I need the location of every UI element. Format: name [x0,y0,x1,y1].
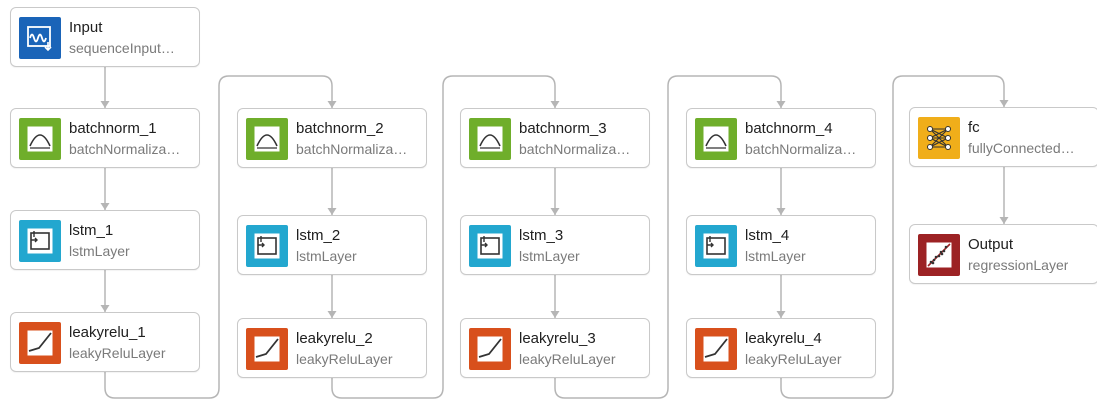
leaky-relu-icon [19,322,61,364]
node-type: lstmLayer [519,248,580,264]
node-lstm-2[interactable]: lstm_2 lstmLayer [237,215,427,275]
fully-connected-icon [918,117,960,159]
node-name: Output [968,236,1014,253]
node-type: lstmLayer [745,248,806,264]
node-batchnorm-2[interactable]: batchnorm_2 batchNormaliza… [237,108,427,168]
connection-arrow [100,203,110,210]
node-type: lstmLayer [69,243,130,259]
connection-arrow [100,101,110,108]
node-batchnorm-3[interactable]: batchnorm_3 batchNormaliza… [460,108,650,168]
batchnorm-icon [695,118,737,160]
batchnorm-icon [469,118,511,160]
leaky-relu-icon [695,328,737,370]
connection-arrow [327,208,337,215]
leaky-relu-icon [469,328,511,370]
connection-arrow [550,208,560,215]
lstm-icon [246,225,288,267]
node-leakyrelu-1[interactable]: leakyrelu_1 leakyReluLayer [10,312,200,372]
node-name: lstm_3 [519,227,564,244]
node-input[interactable]: Input sequenceInput… [10,7,200,67]
connection-arrow [776,208,786,215]
node-type: regressionLayer [968,257,1069,273]
batchnorm-icon [246,118,288,160]
node-type: fullyConnected… [968,140,1075,156]
node-type: batchNormaliza… [296,141,408,157]
connection-line [780,75,1005,399]
node-name: lstm_2 [296,227,341,244]
connection-line [331,75,556,399]
node-name: leakyrelu_2 [296,330,373,347]
node-output[interactable]: Output regressionLayer [909,224,1097,284]
node-name: leakyrelu_1 [69,324,146,341]
lstm-icon [19,220,61,262]
node-name: Input [69,19,103,36]
node-type: batchNormaliza… [69,141,181,157]
lstm-icon [469,225,511,267]
connection-arrow [999,217,1009,224]
node-type: leakyReluLayer [69,345,166,361]
regression-output-icon [918,234,960,276]
node-type: lstmLayer [296,248,357,264]
connection-arrow [327,101,337,108]
node-lstm-4[interactable]: lstm_4 lstmLayer [686,215,876,275]
node-type: batchNormaliza… [519,141,631,157]
batchnorm-icon [19,118,61,160]
connection-line [104,75,333,399]
node-leakyrelu-4[interactable]: leakyrelu_4 leakyReluLayer [686,318,876,378]
node-name: leakyrelu_4 [745,330,822,347]
node-leakyrelu-2[interactable]: leakyrelu_2 leakyReluLayer [237,318,427,378]
connection-arrow [550,101,560,108]
node-type: leakyReluLayer [745,351,842,367]
connection-line [554,75,782,399]
node-name: batchnorm_2 [296,120,384,137]
connection-arrow [776,311,786,318]
node-fc[interactable]: fc fullyConnected… [909,107,1097,167]
connection-arrow [776,101,786,108]
node-name: batchnorm_3 [519,120,607,137]
node-name: fc [968,119,980,136]
connection-arrow [327,311,337,318]
node-name: batchnorm_4 [745,120,833,137]
node-name: lstm_1 [69,222,114,239]
node-type: sequenceInput… [69,40,175,56]
node-type: batchNormaliza… [745,141,857,157]
node-type: leakyReluLayer [519,351,616,367]
connection-arrow [100,305,110,312]
lstm-icon [695,225,737,267]
node-name: lstm_4 [745,227,790,244]
node-leakyrelu-3[interactable]: leakyrelu_3 leakyReluLayer [460,318,650,378]
connection-arrow [999,100,1009,107]
connection-arrow [550,311,560,318]
sequence-input-icon [19,17,61,59]
node-lstm-3[interactable]: lstm_3 lstmLayer [460,215,650,275]
node-batchnorm-1[interactable]: batchnorm_1 batchNormaliza… [10,108,200,168]
node-batchnorm-4[interactable]: batchnorm_4 batchNormaliza… [686,108,876,168]
node-name: batchnorm_1 [69,120,157,137]
node-name: leakyrelu_3 [519,330,596,347]
node-lstm-1[interactable]: lstm_1 lstmLayer [10,210,200,270]
node-type: leakyReluLayer [296,351,393,367]
leaky-relu-icon [246,328,288,370]
